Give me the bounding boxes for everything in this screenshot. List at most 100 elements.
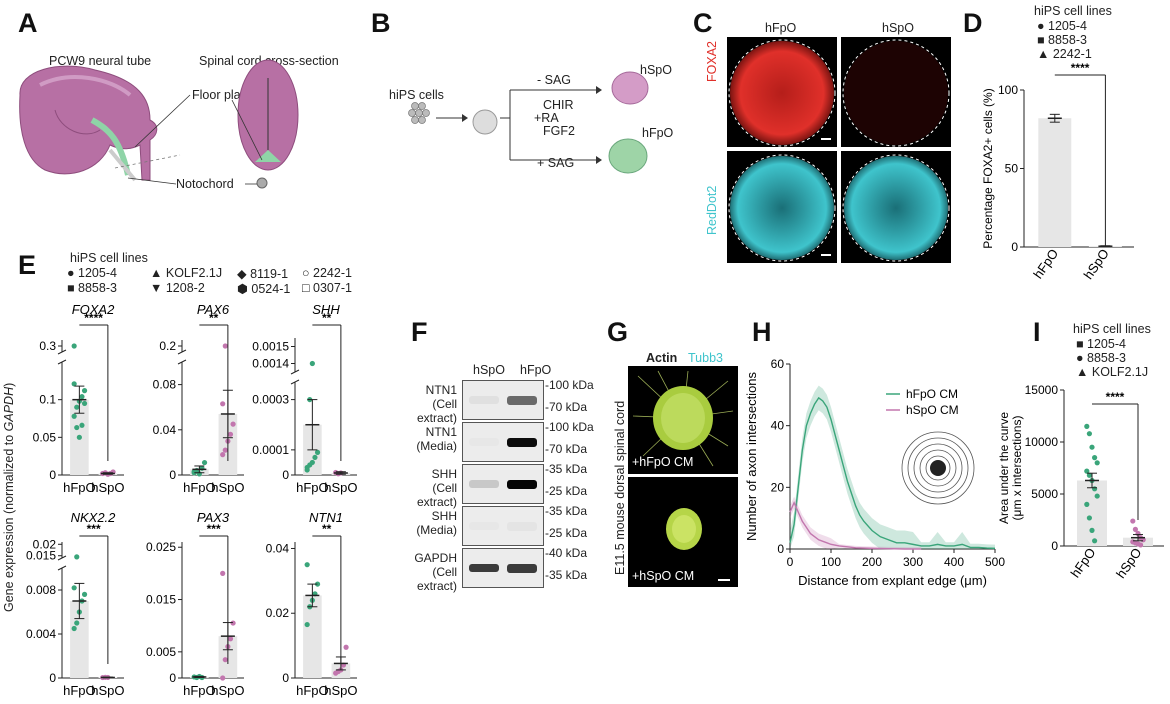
chart-title: NKX2.2 <box>71 510 117 525</box>
data-point <box>220 452 226 458</box>
sholl-ring <box>925 455 951 481</box>
data-point <box>71 343 77 349</box>
data-point <box>309 459 315 466</box>
e-legend-3: ◆ 8119-1 <box>237 267 289 281</box>
x-tick-label: hSpO <box>1080 246 1111 282</box>
x-tick-label: hFpO <box>63 480 96 495</box>
data-point <box>71 381 77 387</box>
axis-break-mark <box>290 379 300 385</box>
x-tick-label: hSpO <box>91 683 124 698</box>
e-legend-6: ▼ 1208-2 <box>150 281 205 295</box>
data-point <box>71 625 77 632</box>
x-tick-label: 200 <box>862 555 882 569</box>
i-legend-3: ▲ KOLF2.1J <box>1076 365 1149 379</box>
data-point <box>79 422 85 428</box>
data-point <box>81 388 88 394</box>
band-hfpo <box>507 438 537 447</box>
blot-protein-label: NTN1(Cell extract) <box>395 383 457 425</box>
panel-label-e: E <box>18 250 37 280</box>
panel-label-a: A <box>18 8 38 38</box>
data-point <box>1094 493 1100 499</box>
col-hfpo-label: hFpO <box>765 21 797 35</box>
data-point <box>222 657 228 663</box>
blot-target: NTN1 <box>425 425 457 439</box>
axis-break-mark <box>177 349 187 355</box>
x-tick-label: hSpO <box>324 683 357 698</box>
e-legend-4: ○ 2242-1 <box>302 266 352 280</box>
micrograph-hspo-reddot2 <box>841 151 951 263</box>
blot-row: SHH(Cell extract) -35 kDa -25 kDa <box>395 462 620 509</box>
chart-title: FOXA2 <box>72 302 115 317</box>
marker-upper: -35 kDa <box>545 504 588 518</box>
sholl-ring <box>913 443 963 493</box>
blot-target: SHH <box>431 467 457 481</box>
y-tick-label: 60 <box>771 357 785 371</box>
x-tick-label: 500 <box>985 555 1005 569</box>
band-hfpo <box>507 396 537 405</box>
data-point <box>201 459 208 466</box>
data-point <box>74 424 80 431</box>
micrograph-hfpo-foxa2 <box>727 37 837 147</box>
data-point <box>81 400 88 407</box>
x-axis-label: Distance from explant edge (μm) <box>798 573 987 588</box>
significance-stars: *** <box>207 522 221 536</box>
band-hfpo <box>507 522 537 531</box>
series-error-band <box>790 496 922 549</box>
notochord-label: Notochord <box>176 177 234 191</box>
lane-hfpo: hFpO <box>520 363 552 377</box>
data-point <box>76 434 82 440</box>
g-side-label: E11.5 mouse dorsal spinal cord <box>613 400 627 575</box>
x-tick-label: hFpO <box>1068 545 1099 580</box>
panel-label-d: D <box>963 8 983 38</box>
blot-protein-label: GAPDH(Cell extract) <box>395 551 457 593</box>
marker-upper: -100 kDa <box>545 378 594 392</box>
series-error-band <box>790 385 995 549</box>
significance-stars: ** <box>209 311 219 325</box>
blot-row: GAPDH(Cell extract) -40 kDa -35 kDa <box>395 546 620 593</box>
blot-membrane <box>462 422 544 462</box>
x-tick-label: hFpO <box>183 683 216 698</box>
y-tick-label: 0 <box>282 468 289 482</box>
panel-label-b: B <box>371 8 391 38</box>
axis-break-mark <box>57 359 67 365</box>
hspo-cm-caption: +hSpO CM <box>632 569 695 583</box>
data-point <box>81 591 88 597</box>
e-legend-8: □ 0307-1 <box>302 281 352 295</box>
y-tick-label: 0.0015 <box>252 340 289 354</box>
e-legend-title: hiPS cell lines <box>70 251 148 265</box>
marker-upper: -100 kDa <box>545 420 594 434</box>
y-tick-label: 5000 <box>1031 487 1058 501</box>
blot-membrane <box>462 506 544 546</box>
blot-target: SHH <box>431 509 457 523</box>
axis-break-mark <box>290 369 300 375</box>
data-point <box>71 585 77 591</box>
floor-plate-label: Floor plate <box>192 88 252 102</box>
explant-hfpo-cm: +hFpO CM <box>628 366 738 474</box>
d-legend-2: ■ 8858-3 <box>1037 33 1087 47</box>
col-hspo-label: hSpO <box>882 21 914 35</box>
y-tick-label: 0 <box>1051 539 1058 553</box>
blot-membrane <box>462 464 544 504</box>
marker-lower: -25 kDa <box>545 526 588 540</box>
data-point <box>1089 444 1095 450</box>
y-tick-label: 0.004 <box>26 627 56 641</box>
e-legend-1: ● 1205-4 <box>67 266 117 280</box>
data-point <box>1138 542 1144 548</box>
band-hspo <box>469 480 499 488</box>
micrograph-hfpo-reddot2 <box>727 151 837 263</box>
data-point <box>1086 472 1092 478</box>
significance-stars: *** <box>87 522 101 536</box>
blot-protein-label: SHH(Cell extract) <box>395 467 457 509</box>
i-legend-1: ■ 1205-4 <box>1076 337 1126 351</box>
significance-stars: **** <box>1106 390 1125 404</box>
chart-title: PAX6 <box>197 302 230 317</box>
y-tick-label: 0.0001 <box>252 443 289 457</box>
data-point <box>343 644 349 650</box>
blot-row: SHH(Media) -35 kDa -25 kDa <box>395 504 620 546</box>
y-tick-label: 0.2 <box>159 339 176 353</box>
x-tick-label: hFpO <box>1030 246 1061 281</box>
data-point <box>71 413 77 419</box>
